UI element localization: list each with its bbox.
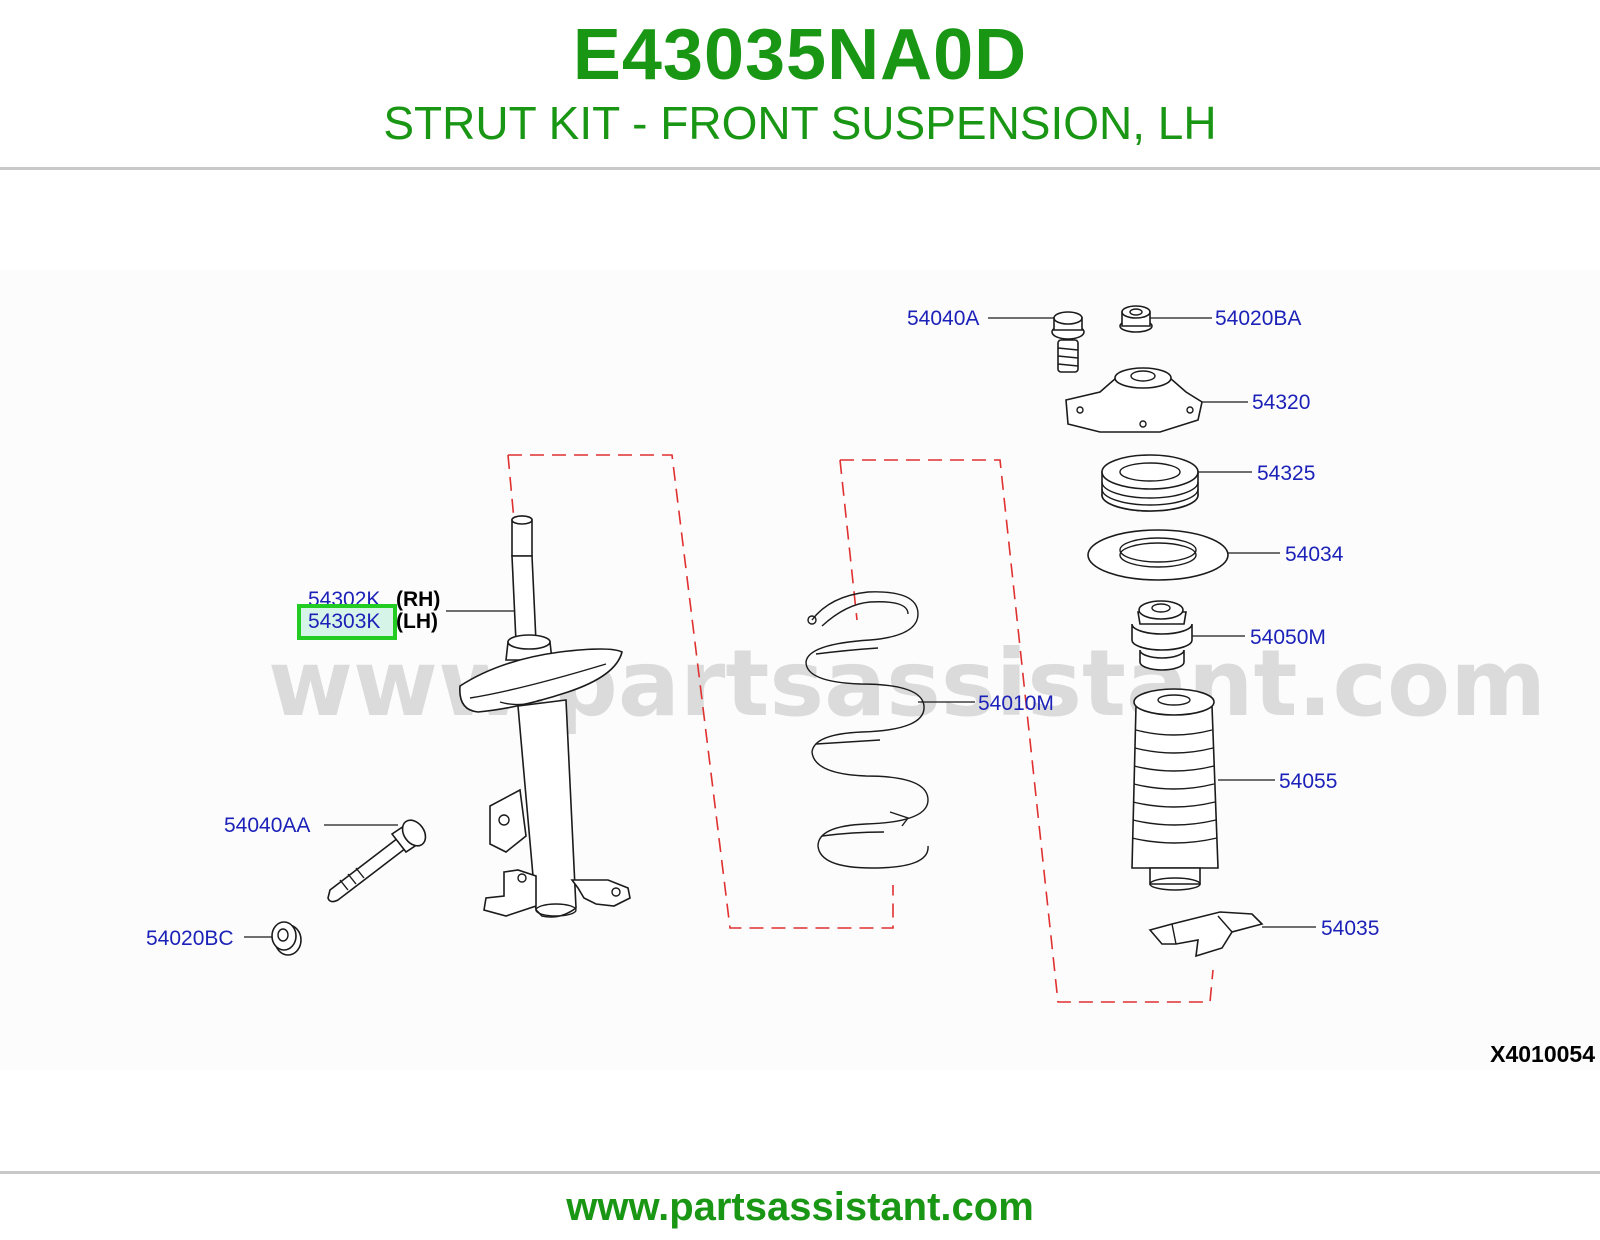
page-title: E43035NA0D — [572, 15, 1028, 95]
callout-54034[interactable]: 54034 — [1285, 543, 1344, 566]
callout-54303K[interactable]: 54303K — [308, 610, 380, 633]
callout-54010M[interactable]: 54010M — [978, 692, 1054, 715]
bolt-top-part — [1051, 311, 1085, 373]
page-subtitle: STRUT KIT - FRONT SUSPENSION, LH — [383, 97, 1217, 149]
mount-insulator-part — [1065, 367, 1203, 433]
dust-boot-part — [1131, 688, 1219, 891]
callout-54325[interactable]: 54325 — [1257, 462, 1315, 485]
footer-divider — [0, 1171, 1600, 1174]
side-label-rh: (RH) — [396, 588, 440, 611]
spring-seat-part — [1087, 529, 1229, 581]
callout-54040AA[interactable]: 54040AA — [224, 814, 310, 837]
callout-54035[interactable]: 54035 — [1321, 917, 1379, 940]
diagram-code: X4010054 — [1490, 1041, 1595, 1067]
callout-54055[interactable]: 54055 — [1279, 770, 1337, 793]
nut-bottom-part — [271, 921, 302, 956]
bracket-clip-part — [1148, 911, 1264, 958]
bearing-part — [1101, 454, 1199, 512]
callout-54020BA[interactable]: 54020BA — [1215, 307, 1301, 330]
leader-lines — [244, 317, 1316, 938]
callout-54020BC[interactable]: 54020BC — [146, 927, 234, 950]
callout-highlight-box — [297, 604, 397, 640]
watermark: www.partsassistant.com — [268, 630, 1546, 737]
nut-top-part — [1119, 305, 1153, 333]
explode-lines — [507, 454, 1214, 1003]
coil-spring-part — [805, 591, 929, 869]
callout-54050M[interactable]: 54050M — [1250, 626, 1326, 649]
callout-54040A[interactable]: 54040A — [907, 307, 979, 330]
side-label-lh: (LH) — [396, 610, 438, 633]
strut-assembly-part — [459, 515, 631, 918]
bolt-bottom-part — [327, 819, 427, 903]
bound-bumper-part — [1131, 600, 1193, 671]
footer-website-link[interactable]: www.partsassistant.com — [566, 1185, 1034, 1229]
callout-54320[interactable]: 54320 — [1252, 391, 1310, 414]
header-divider — [0, 167, 1600, 170]
